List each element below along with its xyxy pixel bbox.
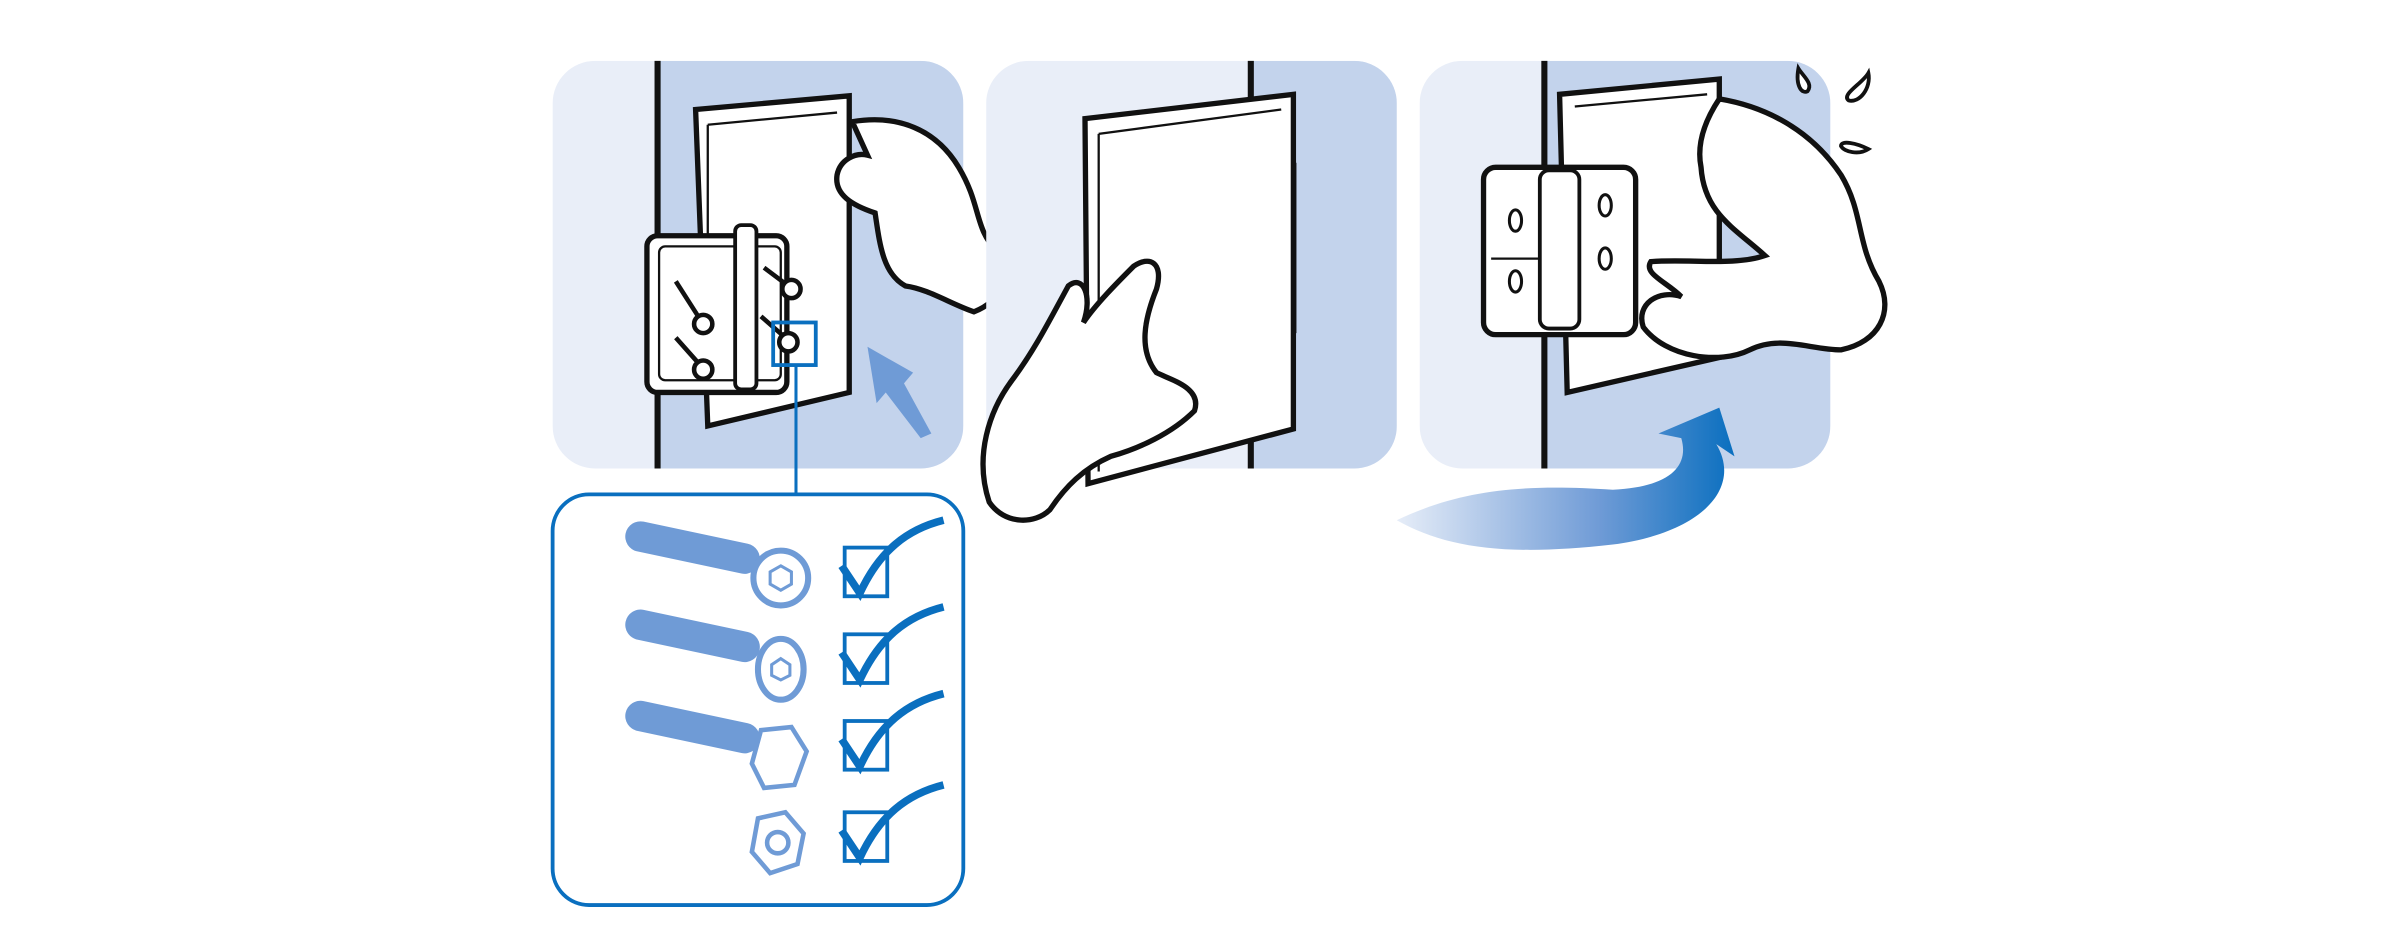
hinge bbox=[644, 223, 803, 396]
hinge bbox=[1480, 164, 1639, 338]
button-head-bolt-icon bbox=[625, 609, 807, 703]
socket-cap-bolt-icon bbox=[625, 521, 812, 609]
push-arrow-icon bbox=[867, 346, 932, 439]
step-1-panel bbox=[552, 60, 1009, 469]
hand-icon bbox=[834, 117, 1009, 315]
rotate-arrow-icon bbox=[1396, 407, 1735, 550]
checkbox-checked-icon bbox=[838, 781, 945, 866]
hand-icon bbox=[980, 258, 1199, 523]
hand-icon bbox=[1639, 95, 1888, 361]
checkbox-checked-icon bbox=[838, 603, 945, 688]
checkbox-checked-icon bbox=[838, 516, 945, 601]
step-2-panel bbox=[980, 60, 1397, 523]
hex-bolt-icon bbox=[625, 700, 810, 791]
checkbox-checked-icon bbox=[838, 689, 945, 775]
hex-nut-icon bbox=[749, 809, 807, 876]
step-3-panel bbox=[1419, 60, 1888, 469]
parts-checklist bbox=[550, 492, 966, 907]
sweat-drops-icon bbox=[1795, 63, 1873, 155]
